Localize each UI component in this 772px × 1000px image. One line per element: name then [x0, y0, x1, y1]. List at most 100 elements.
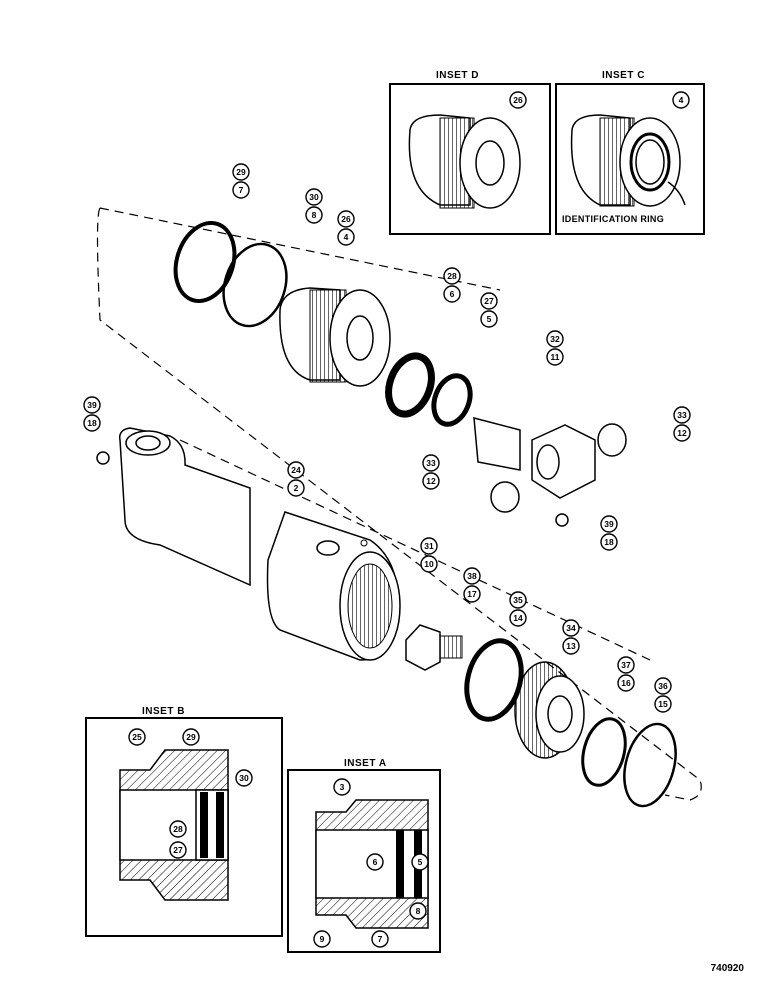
svg-text:8: 8 — [312, 210, 317, 220]
inset-d-title: INSET D — [436, 70, 479, 81]
svg-text:30: 30 — [309, 192, 319, 202]
callout-c-33-12a-bottom: 12 — [673, 424, 691, 442]
callout-c-32-11-top: 32 — [546, 330, 564, 348]
callout-c-35-14-bottom: 14 — [509, 609, 527, 627]
svg-text:12: 12 — [426, 476, 436, 486]
callout-c-34-13-bottom: 13 — [562, 637, 580, 655]
callout-c-38-17-bottom: 17 — [463, 585, 481, 603]
seal-28-6 — [385, 352, 435, 418]
svg-text:28: 28 — [447, 271, 457, 281]
spacer-32-11 — [473, 417, 596, 499]
callout-c-33-12b-bottom: 12 — [422, 472, 440, 490]
inset-b-callout-29: 29 — [182, 728, 200, 746]
callout-c-26-4-bottom: 4 — [337, 228, 355, 246]
svg-text:2: 2 — [294, 483, 299, 493]
svg-text:36: 36 — [658, 681, 668, 691]
svg-text:15: 15 — [658, 699, 668, 709]
svg-text:28: 28 — [173, 824, 183, 834]
inset-c-piston-drawing — [555, 83, 705, 235]
inset-c-title: INSET C — [602, 70, 645, 81]
callout-c-26-4-top: 26 — [337, 210, 355, 228]
svg-text:18: 18 — [604, 537, 614, 547]
svg-text:39: 39 — [604, 519, 614, 529]
inset-a-callout-8: 8 — [409, 902, 427, 920]
callout-c-36-15-bottom: 15 — [654, 695, 672, 713]
svg-text:39: 39 — [87, 400, 97, 410]
inset-a-callout-3: 3 — [333, 778, 351, 796]
callout-c-39-18b-top: 39 — [600, 515, 618, 533]
svg-text:5: 5 — [418, 857, 423, 867]
svg-text:17: 17 — [467, 589, 477, 599]
inset-b-callout-25: 25 — [128, 728, 146, 746]
svg-text:33: 33 — [426, 458, 436, 468]
svg-text:16: 16 — [621, 678, 631, 688]
callout-c-33-12a-top: 33 — [673, 406, 691, 424]
svg-text:30: 30 — [239, 773, 249, 783]
callout-c-39-18a-bottom: 18 — [83, 414, 101, 432]
svg-text:32: 32 — [550, 334, 560, 344]
svg-text:5: 5 — [487, 314, 492, 324]
callout-c-39-18a-top: 39 — [83, 396, 101, 414]
callout-c-37-16-top: 37 — [617, 656, 635, 674]
svg-text:31: 31 — [424, 541, 434, 551]
inset-d-callout-26: 26 — [509, 91, 527, 109]
o-ring-37-16 — [581, 717, 627, 787]
svg-text:29: 29 — [186, 732, 196, 742]
inset-b-callout-30: 30 — [235, 769, 253, 787]
callout-c-37-16-bottom: 16 — [617, 674, 635, 692]
identification-ring-label: IDENTIFICATION RING — [562, 214, 665, 224]
inset-a-callout-5: 5 — [411, 853, 429, 871]
backup-ring-30-8 — [222, 242, 288, 328]
callout-c-38-17-top: 38 — [463, 567, 481, 585]
callout-c-30-8-bottom: 8 — [305, 206, 323, 224]
svg-text:27: 27 — [484, 296, 494, 306]
callout-c-29-7-top: 29 — [232, 163, 250, 181]
svg-text:4: 4 — [344, 232, 349, 242]
bushing-33-12 — [490, 423, 627, 513]
svg-text:7: 7 — [239, 185, 244, 195]
svg-text:26: 26 — [513, 95, 523, 105]
svg-text:18: 18 — [87, 418, 97, 428]
svg-text:35: 35 — [513, 595, 523, 605]
svg-text:12: 12 — [677, 428, 687, 438]
svg-text:10: 10 — [424, 559, 434, 569]
callout-c-27-5-top: 27 — [480, 292, 498, 310]
inset-b-callout-27: 27 — [169, 841, 187, 859]
backup-ring-36-15 — [623, 722, 677, 808]
assembly-dashed-outline — [96, 207, 702, 801]
callout-c-33-12b-top: 33 — [422, 454, 440, 472]
svg-text:27: 27 — [173, 845, 183, 855]
svg-text:3: 3 — [340, 782, 345, 792]
callout-c-34-13-top: 34 — [562, 619, 580, 637]
inset-c-callout-4: 4 — [672, 91, 690, 109]
callout-c-32-11-bottom: 11 — [546, 348, 564, 366]
inset-b-title: INSET B — [142, 706, 185, 717]
drawing-number: 740920 — [710, 963, 744, 974]
wear-ring-27-5 — [431, 373, 473, 427]
svg-text:25: 25 — [132, 732, 142, 742]
svg-text:4: 4 — [679, 95, 684, 105]
piston-26-4 — [279, 287, 391, 387]
bolt-38-17 — [405, 624, 463, 671]
callout-c-24-2-bottom: 2 — [287, 479, 305, 497]
inset-a-callout-7: 7 — [371, 930, 389, 948]
callout-c-39-18b-bottom: 18 — [600, 533, 618, 551]
svg-text:38: 38 — [467, 571, 477, 581]
callout-c-35-14-top: 35 — [509, 591, 527, 609]
o-ring-29-7 — [173, 220, 237, 304]
inset-a-title: INSET A — [344, 758, 387, 769]
callout-c-28-6-top: 28 — [443, 267, 461, 285]
cylinder-barrel-24-2 — [118, 427, 401, 661]
callout-c-31-10-top: 31 — [420, 537, 438, 555]
inset-a-callout-6: 6 — [366, 853, 384, 871]
svg-text:6: 6 — [450, 289, 455, 299]
svg-text:34: 34 — [566, 623, 576, 633]
callout-c-36-15-top: 36 — [654, 677, 672, 695]
svg-text:26: 26 — [341, 214, 351, 224]
inset-b-callout-28: 28 — [169, 820, 187, 838]
callout-c-24-2-top: 24 — [287, 461, 305, 479]
svg-text:11: 11 — [551, 352, 560, 362]
svg-text:13: 13 — [566, 641, 576, 651]
